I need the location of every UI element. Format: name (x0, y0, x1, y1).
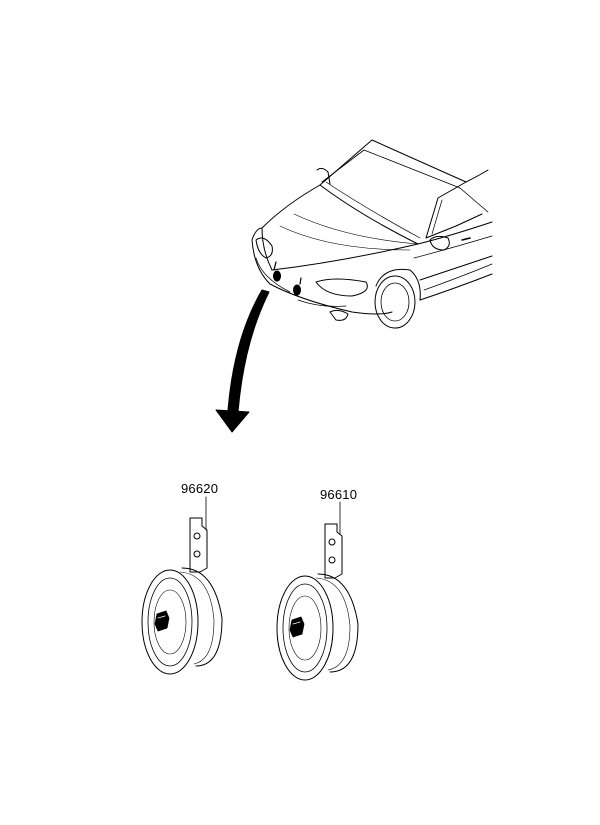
horn-mount-right-icon (293, 277, 302, 296)
location-arrow-icon (215, 289, 270, 433)
horn-96620-illustration (141, 496, 223, 675)
part-number-label-96610: 96610 (320, 487, 358, 502)
part-number-label-96620: 96620 (181, 481, 219, 496)
horn-96610-illustration (276, 501, 359, 681)
horn-mount-left-icon (273, 261, 281, 282)
car-illustration (251, 139, 493, 329)
